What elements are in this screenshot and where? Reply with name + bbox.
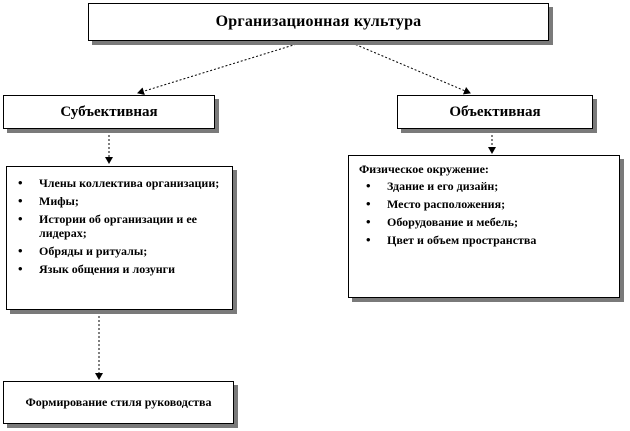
subjective-list: Члены коллектива организации; Мифы; Исто…	[11, 176, 226, 276]
objective-box: Объективная	[397, 95, 593, 129]
subjective-title: Субъективная	[60, 103, 158, 120]
list-item: Место расположения;	[359, 197, 613, 211]
list-item: Цвет и объем пространства	[359, 233, 613, 247]
list-item: Истории об организации и ее лидерах;	[11, 212, 226, 240]
arrow-root-to-objective	[351, 42, 471, 95]
subjective-list-box: Члены коллектива организации; Мифы; Исто…	[6, 166, 233, 310]
result-box: Формирование стиля руководства	[3, 381, 234, 424]
objective-list: Здание и его дизайн; Место расположения;…	[359, 179, 613, 247]
list-item: Обряды и ритуалы;	[11, 244, 226, 258]
arrow-root-to-subjective	[137, 42, 301, 96]
physical-environment-heading: Физическое окружение:	[359, 162, 489, 176]
list-item: Мифы;	[11, 194, 226, 208]
root-title: Организационная культура	[215, 13, 422, 30]
objective-list-box: Физическое окружение: Здание и его дизай…	[348, 155, 620, 298]
root-box: Организационная культура	[88, 3, 549, 41]
subjective-box: Субъективная	[3, 95, 215, 129]
result-title: Формирование стиля руководства	[25, 395, 212, 409]
objective-title: Объективная	[449, 103, 541, 120]
list-item: Здание и его дизайн;	[359, 179, 613, 193]
list-item: Оборудование и мебель;	[359, 215, 613, 229]
list-item: Члены коллектива организации;	[11, 176, 226, 190]
list-item: Язык общения и лозунги	[11, 262, 226, 276]
